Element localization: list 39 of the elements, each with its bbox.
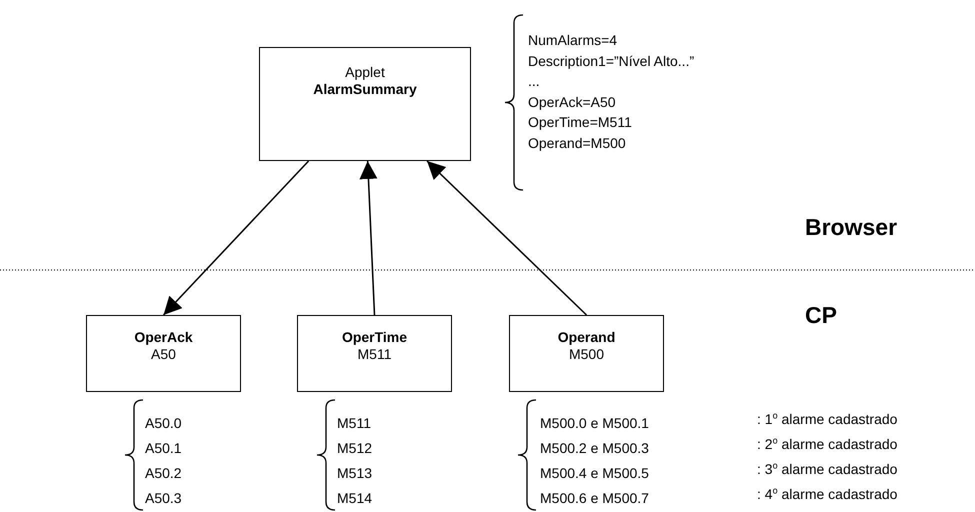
value-item: Description1=”Nível Alto...”	[528, 52, 694, 71]
value-item: A50.3	[145, 489, 182, 508]
value-item: M511	[337, 414, 372, 433]
component-name: AlarmSummary	[312, 81, 418, 98]
value-item: A50.0	[145, 414, 182, 433]
arrow	[426, 160, 588, 316]
component-name: OperAck	[133, 329, 194, 346]
component-name: OperTime	[340, 329, 408, 346]
value-item: ...	[528, 72, 541, 91]
value-item: Operand=M500	[528, 134, 627, 153]
zone-label: Browser	[805, 219, 898, 236]
value-item: A50.1	[145, 439, 182, 458]
component-box	[86, 315, 241, 392]
component-name: Operand	[556, 329, 616, 346]
component-detail: Applet	[344, 64, 386, 81]
value-item: A50.2	[145, 464, 182, 483]
alarm-note: : 1$^{o}$ alarme cadastrado	[757, 411, 898, 428]
value-item: M514	[337, 489, 372, 508]
value-item: OperTime=M511	[528, 113, 633, 132]
component-detail: M511	[356, 346, 392, 363]
component-detail: A50	[150, 346, 177, 363]
component-box	[259, 47, 471, 161]
value-item: OperAck=A50	[528, 92, 617, 112]
alarm-note: : 2$^{o}$ alarme cadastrado	[757, 436, 898, 453]
component-box	[509, 315, 664, 392]
value-item: M500.0 e M500.1	[540, 414, 649, 433]
component-detail: M500	[568, 346, 606, 363]
value-item: M500.6 e M500.7	[540, 489, 649, 508]
zone-label: CP	[805, 307, 837, 324]
value-item: M512	[337, 439, 372, 458]
alarm-note: : 3$^{o}$ alarme cadastrado	[757, 461, 898, 478]
value-item: M513	[337, 464, 372, 483]
value-item: M500.4 e M500.5	[540, 464, 649, 483]
component-box	[297, 315, 452, 392]
alarm-note: : 4$^{o}$ alarme cadastrado	[757, 486, 898, 503]
value-item: NumAlarms=4	[528, 31, 618, 50]
arrow	[359, 160, 378, 316]
arrow	[162, 160, 310, 316]
value-item: M500.2 e M500.3	[540, 439, 649, 458]
